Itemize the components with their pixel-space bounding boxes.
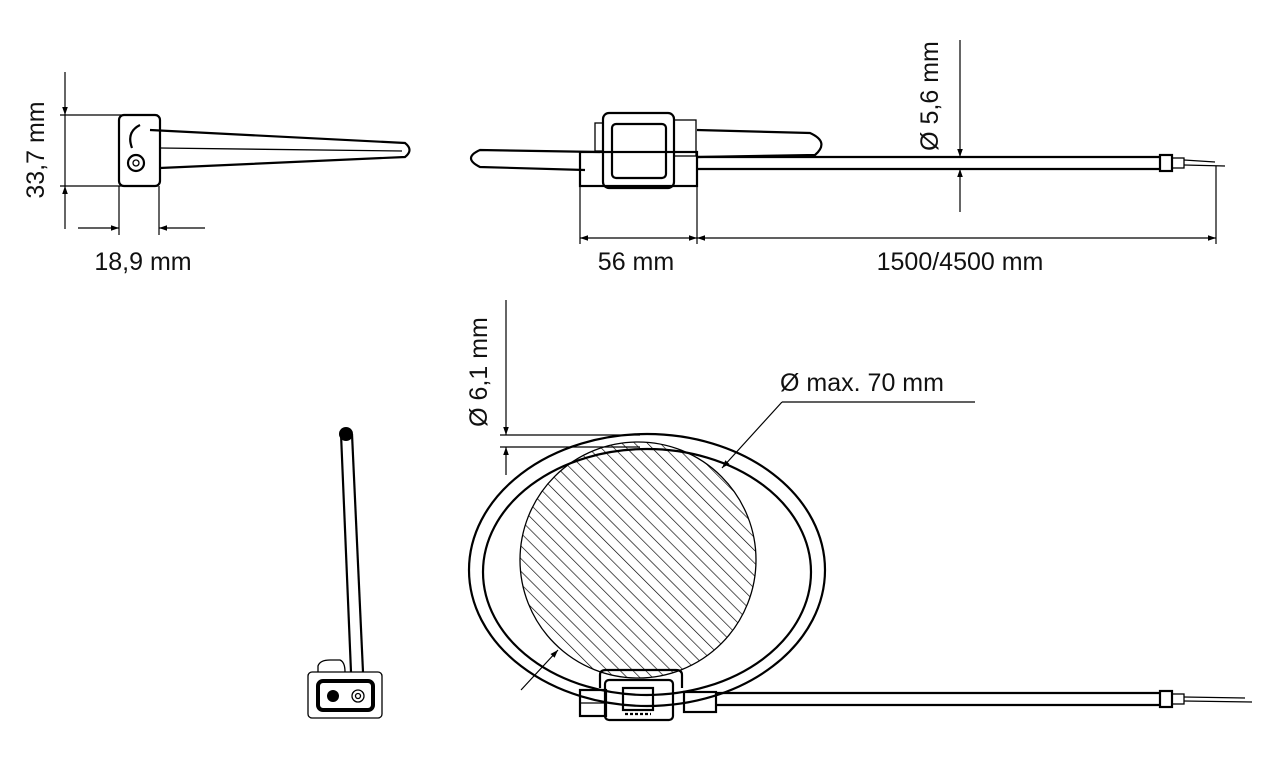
coil-outer [467, 432, 827, 708]
conductor-hatched [520, 442, 756, 678]
coil-loop-side [149, 128, 411, 170]
coil-end-dot [339, 427, 353, 441]
installed-view-bottom-right: Ø 6,1 mm Ø max. 70 mm [465, 300, 1253, 722]
side-view-top-left: 33,7 mm 18,9 mm [22, 72, 411, 276]
dim-width-label: 18,9 mm [94, 248, 191, 276]
dim-max-diameter-label: Ø max. 70 mm [780, 369, 944, 397]
dim-cable-length-label: 1500/4500 mm [877, 248, 1044, 276]
front-view-top-right: Ø 5,6 mm 56 mm 1500/4500 mm [469, 40, 1226, 276]
side-view-bottom-left [307, 427, 383, 719]
dim-cable-diameter-label: Ø 5,6 mm [916, 41, 944, 151]
sensor-box-bottom [603, 678, 675, 722]
dim-box-width-label: 56 mm [598, 248, 674, 276]
dim-height-label: 33,7 mm [22, 101, 50, 198]
connector-block [307, 671, 383, 719]
coil-loop-left [469, 148, 601, 172]
dim-coil-diameter-label: Ø 6,1 mm [465, 317, 493, 427]
